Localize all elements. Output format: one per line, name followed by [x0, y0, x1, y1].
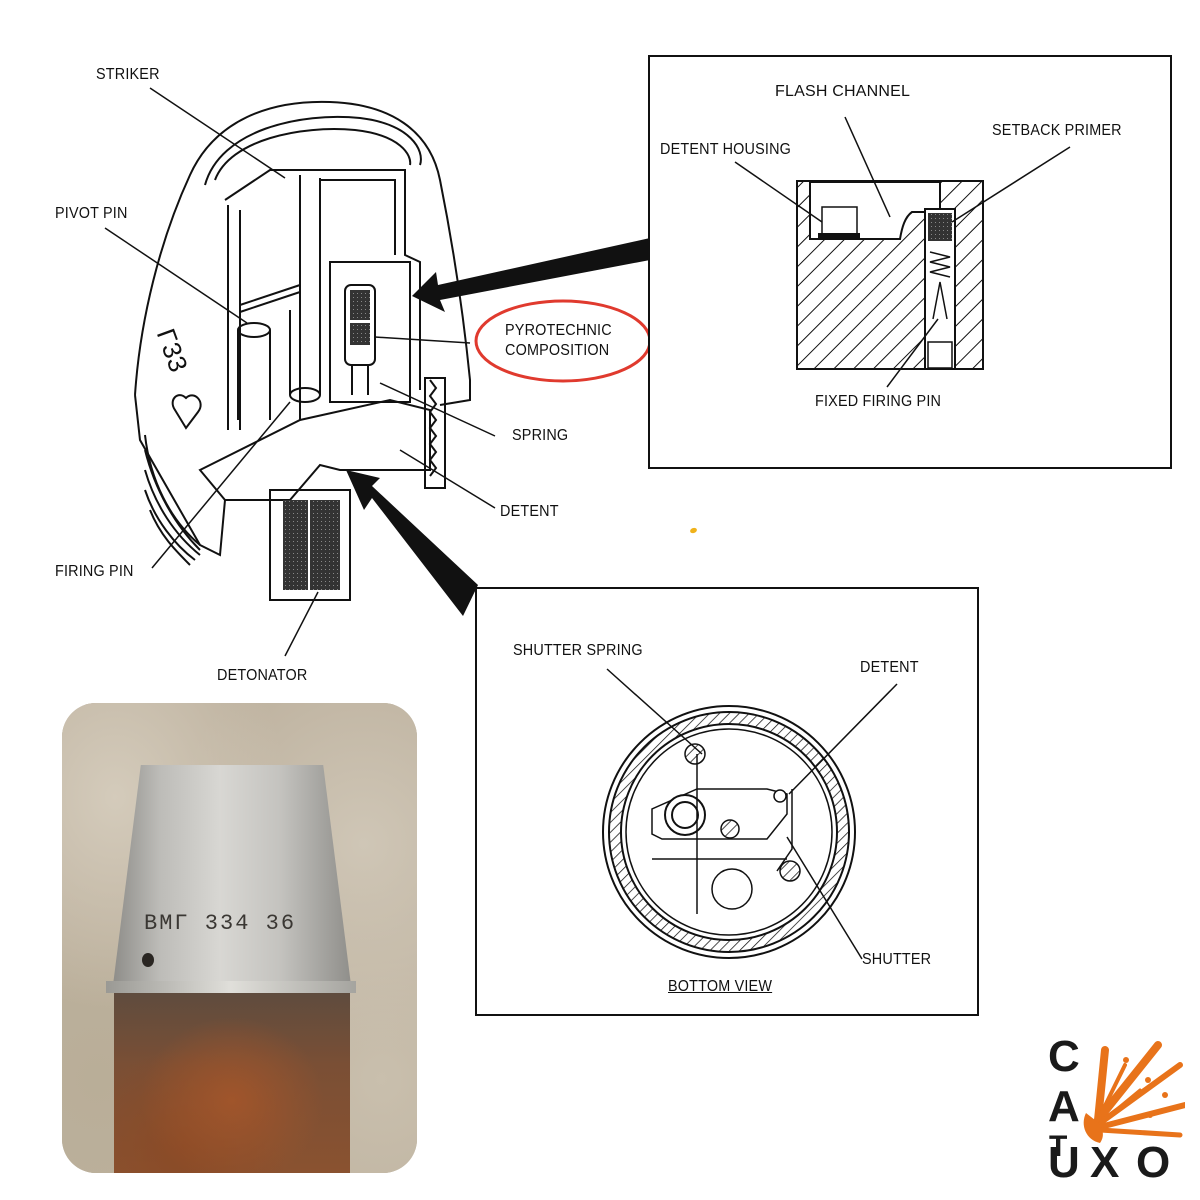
fuze-body	[134, 100, 471, 601]
bottom-inset-panel	[475, 587, 979, 1016]
logo-letter-c: C	[1048, 1032, 1080, 1081]
explosion-icon	[1083, 1041, 1185, 1143]
label-fixed-firing-pin: FIXED FIRING PIN	[815, 393, 942, 410]
label-pivot-pin: PIVOT PIN	[55, 205, 128, 222]
arrow-to-bottom-inset	[346, 470, 478, 616]
label-shutter: SHUTTER	[862, 951, 932, 968]
logo-letter-o: O	[1136, 1138, 1171, 1187]
arrow-to-top-inset	[412, 238, 650, 312]
label-firing-pin: FIRING PIN	[55, 563, 134, 580]
label-pyro-line2: COMPOSITION	[505, 342, 610, 359]
rusted-body	[114, 993, 350, 1173]
label-bottom-detent: DETENT	[860, 659, 919, 676]
label-flash-channel: FLASH CHANNEL	[775, 83, 911, 100]
label-pyrotechnic-composition: PYROTECHNIC COMPOSITION	[505, 322, 624, 360]
top-inset-panel	[648, 55, 1172, 469]
catuxo-logo: C A T U X O	[1040, 1032, 1185, 1185]
logo-letter-x: X	[1090, 1138, 1120, 1187]
leader-lines	[104, 87, 496, 657]
fuze-hole	[142, 953, 154, 967]
label-detonator: DETONATOR	[217, 667, 308, 684]
label-detent-housing: DETENT HOUSING	[660, 141, 792, 158]
logo-letter-u: U	[1048, 1138, 1080, 1187]
logo-letter-a: A	[1048, 1082, 1080, 1131]
label-pyro-line1: PYROTECHNIC	[505, 322, 612, 339]
bottom-view-section	[602, 668, 898, 960]
photo-marking: BMΓ 334 36	[144, 911, 297, 936]
label-bottom-view: BOTTOM VIEW	[668, 978, 773, 995]
fuze-photo: BMΓ 334 36	[62, 703, 417, 1173]
label-setback-primer: SETBACK PRIMER	[992, 122, 1122, 139]
setback-primer-section	[734, 116, 1071, 388]
logo-letter-t: T	[1049, 1130, 1068, 1163]
label-spring: SPRING	[512, 427, 569, 444]
fuze-band	[106, 981, 356, 993]
label-detent: DETENT	[500, 503, 559, 520]
label-striker: STRIKER	[96, 66, 160, 83]
label-shutter-spring: SHUTTER SPRING	[513, 642, 643, 659]
